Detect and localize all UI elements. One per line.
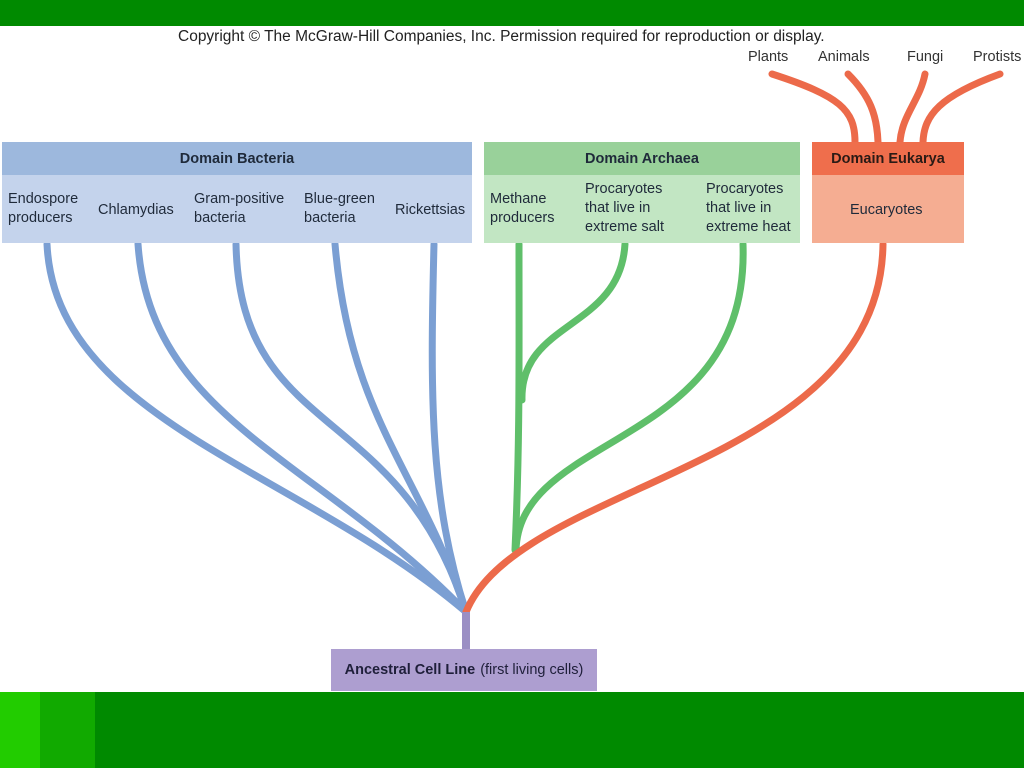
branch-eucaryotes <box>462 240 887 616</box>
root-name: Ancestral Cell Line <box>344 662 476 678</box>
domain-bacteria-groups: Endospore producers Chlamydias Gram-posi… <box>2 175 472 243</box>
slide-bottom-bar <box>0 692 1024 768</box>
branch-plants <box>768 70 859 146</box>
group-chlamydias: Chlamydias <box>98 202 174 218</box>
kingdom-label-animals: Animals <box>818 49 870 65</box>
branch-fungi <box>896 70 929 146</box>
group-endospore-producers: Endospore producers <box>8 191 79 226</box>
group-gram-positive-bacteria: Gram-positive bacteria <box>194 191 285 226</box>
branch-protists <box>919 70 1004 146</box>
ancestral-cell-line-box: Ancestral Cell Line (first living cells) <box>331 649 597 691</box>
slide-bottom-accent-2 <box>40 692 95 768</box>
branch-rickettsias <box>428 240 470 616</box>
group-rickettsias: Rickettsias <box>395 202 466 218</box>
group-eucaryotes: Eucaryotes <box>850 202 923 218</box>
kingdom-label-protists: Protists <box>973 49 1022 65</box>
group-extreme-salt: Procaryotes that live in extreme salt <box>585 181 664 235</box>
branch-extreme-heat <box>512 240 747 554</box>
group-methane-producers: Methane producers <box>490 191 555 226</box>
domain-bacteria-header: Domain Bacteria <box>2 142 472 175</box>
root-note: (first living cells) <box>480 662 584 678</box>
domain-eukarya-groups: Eucaryotes <box>812 175 964 243</box>
branch-methane-producers <box>511 240 523 554</box>
domain-eukarya-header: Domain Eukarya <box>812 142 964 175</box>
branch-extreme-salt <box>518 240 629 404</box>
branch-endospore-producers <box>43 240 470 616</box>
branch-animals <box>844 70 882 146</box>
branch-blue-green <box>331 240 470 616</box>
domain-archaea-groups: Methane producers Procaryotes that live … <box>484 175 800 243</box>
copyright-notice: Copyright © The McGraw-Hill Companies, I… <box>178 28 825 45</box>
kingdom-label-plants: Plants <box>748 49 789 65</box>
slide-bottom-accent <box>0 692 40 768</box>
group-extreme-heat: Procaryotes that live in extreme heat <box>706 181 791 235</box>
group-blue-green-bacteria: Blue-green bacteria <box>304 191 375 226</box>
slide-top-bar <box>0 0 1024 26</box>
kingdom-label-fungi: Fungi <box>907 49 944 65</box>
branch-chlamydias <box>134 240 470 616</box>
domain-archaea-header: Domain Archaea <box>484 142 800 175</box>
